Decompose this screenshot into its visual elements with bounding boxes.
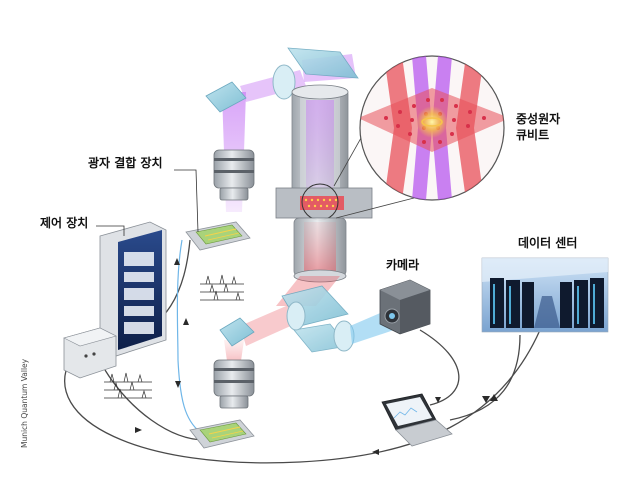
control-box bbox=[63, 327, 117, 379]
cable-control-to-bottom bbox=[64, 329, 541, 464]
arrow-down-icon bbox=[435, 397, 441, 403]
arrow-left-icon bbox=[372, 449, 379, 455]
arrow-up-icon bbox=[183, 318, 189, 325]
mirror-top-right bbox=[287, 47, 359, 79]
camera-icon bbox=[379, 279, 431, 335]
signal-arrows bbox=[135, 258, 498, 455]
cable-camera-to-laptop bbox=[419, 329, 460, 406]
fiber-lines bbox=[176, 239, 201, 433]
mirror-top-left bbox=[205, 81, 247, 113]
fiber-top bbox=[176, 239, 183, 361]
control-unit-label: 제어 장치 bbox=[40, 216, 89, 230]
laptop-icon bbox=[381, 393, 453, 447]
photonic-chip-icon bbox=[189, 419, 255, 449]
cable-laptop-to-dc bbox=[449, 334, 521, 421]
server-rack-icon bbox=[481, 257, 609, 333]
lens-bottom bbox=[286, 301, 355, 352]
fiber-bottom bbox=[177, 359, 201, 433]
camera-label: 카메라 bbox=[386, 258, 420, 272]
qubit-label-line2: 큐비트 bbox=[516, 128, 550, 142]
optical-lens-icon bbox=[213, 149, 255, 201]
data-center-label: 데이터 센터 bbox=[518, 236, 578, 250]
vacuum-chamber-icon bbox=[275, 84, 373, 283]
control-rack bbox=[99, 221, 167, 357]
photonic-chip-icon bbox=[185, 221, 251, 251]
label-leaders bbox=[96, 169, 199, 236]
cable-bottom-coupler bbox=[104, 369, 206, 441]
mirror-bottom-left bbox=[219, 317, 255, 347]
pulse-readout-top bbox=[200, 274, 244, 301]
optical-lens-icon bbox=[213, 359, 255, 409]
qubit-zoom-inset bbox=[359, 55, 505, 201]
arrow-down-icon bbox=[175, 381, 181, 388]
arrow-up-icon bbox=[490, 394, 498, 401]
arrow-up-icon bbox=[174, 258, 180, 265]
pulse-readout-bottom bbox=[104, 372, 152, 399]
photon-coupler-label: 광자 결합 장치 bbox=[88, 156, 163, 170]
lens-top bbox=[272, 64, 296, 100]
arrow-right-icon bbox=[135, 427, 142, 433]
qubit-label-line1: 중성원자 bbox=[516, 112, 561, 126]
arrow-down-icon bbox=[482, 396, 490, 403]
credit-text: Munich Quantum Valley bbox=[20, 358, 29, 448]
